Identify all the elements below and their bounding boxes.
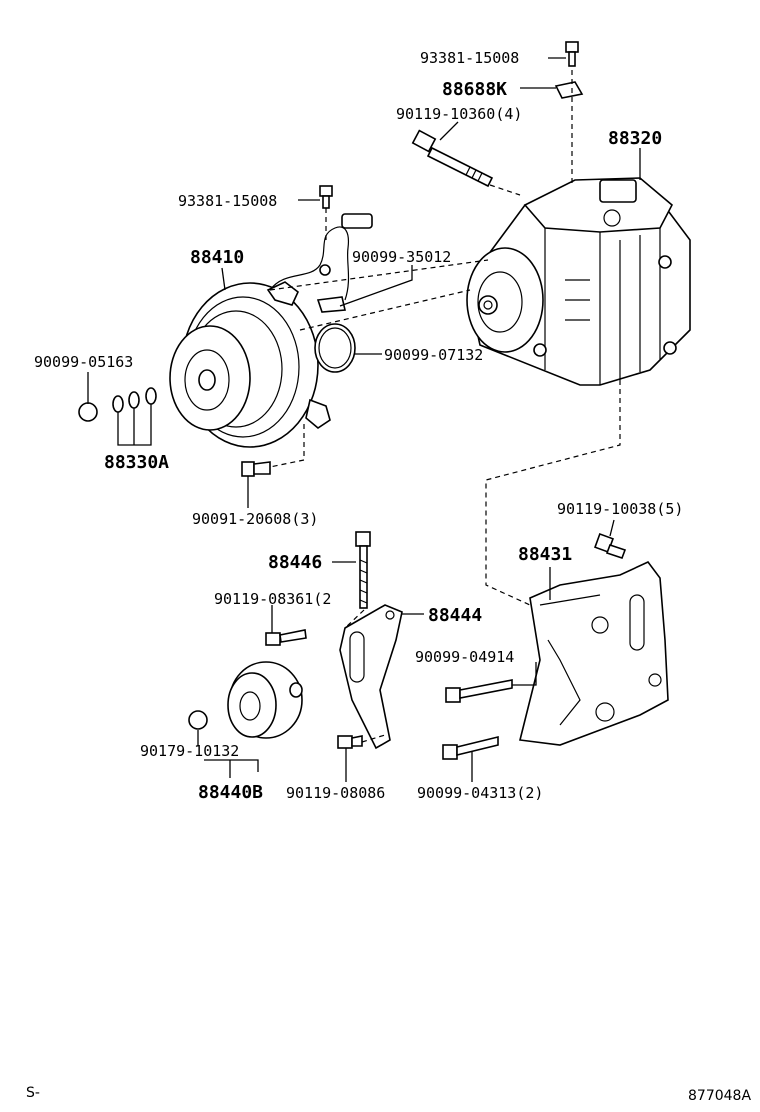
bracket-88444 (339, 604, 403, 750)
label-88410: 88410 (190, 247, 244, 268)
label-90099-35012: 90099-35012 (352, 248, 451, 266)
leader-lines (87, 57, 641, 782)
label-88688k: 88688K (442, 79, 507, 100)
label-90099-04914: 90099-04914 (415, 648, 514, 666)
label-90119-10360: 90119-10360(4) (396, 105, 522, 123)
bolt-93381-top (554, 41, 584, 99)
label-90099-07132: 90099-07132 (384, 346, 483, 364)
label-88330a: 88330A (104, 452, 169, 473)
bolt-90119-10038 (594, 533, 627, 560)
bracket-88431 (519, 561, 669, 746)
label-90119-08086: 90119-08086 (286, 784, 385, 802)
bolt-90099-04914 (445, 679, 513, 703)
diagram-id: 877048A (688, 1088, 751, 1104)
label-90091-20608: 90091-20608(3) (192, 510, 318, 528)
bolt-90119-08086 (337, 735, 363, 749)
label-90099-05163: 90099-05163 (34, 353, 133, 371)
label-88431: 88431 (518, 544, 572, 565)
label-88320: 88320 (608, 128, 662, 149)
compressor-88320 (466, 177, 691, 386)
bolt-90091-20608 (241, 461, 271, 477)
label-88446: 88446 (268, 552, 322, 573)
assembly-lines (269, 70, 621, 743)
bolt-90119-08361 (265, 629, 307, 646)
stud-88446 (355, 531, 371, 609)
label-93381-15008-top: 93381-15008 (420, 49, 519, 67)
bolt-90119-10360 (411, 129, 494, 188)
corner-mark-left: S- (26, 1085, 40, 1101)
bolt-90099-04313 (442, 735, 499, 760)
clutch-88410 (169, 213, 373, 448)
label-88444: 88444 (428, 605, 482, 626)
label-90179-10132: 90179-10132 (140, 742, 239, 760)
label-90119-10038: 90119-10038(5) (557, 500, 683, 518)
idler-pulley-88440b (188, 661, 303, 739)
snap-ring-90099-07132 (314, 323, 356, 373)
label-93381-15008-mid: 93381-15008 (178, 192, 277, 210)
label-90119-08361: 90119-08361(2 (214, 590, 331, 608)
label-90099-04313: 90099-04313(2) (417, 784, 543, 802)
label-88440b: 88440B (198, 782, 263, 803)
bolt-93381-mid (319, 185, 333, 209)
